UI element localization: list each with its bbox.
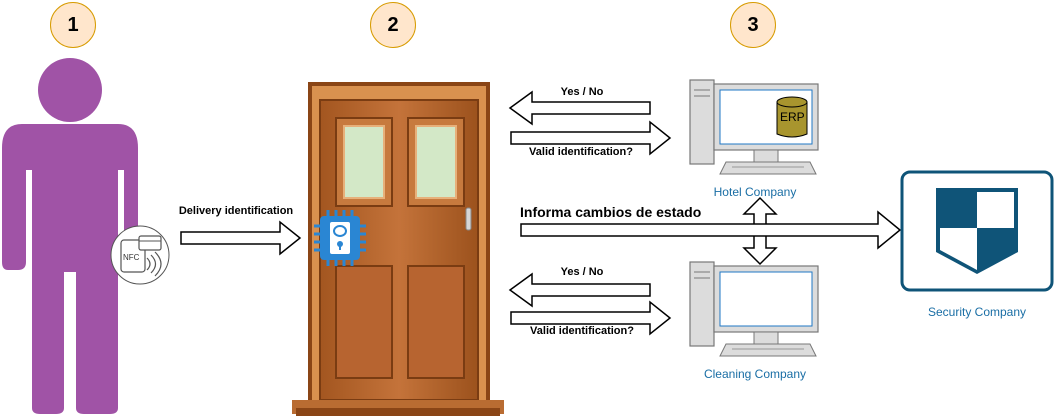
person-icon — [2, 58, 138, 414]
cleaning-reply-label: Yes / No — [560, 266, 604, 278]
smart-lock-chip-icon — [314, 210, 366, 266]
delivery-label: Delivery identification — [178, 205, 294, 217]
hotel-query-arrow — [510, 120, 672, 156]
security-shield-icon — [900, 170, 1054, 292]
cleaning-company-label: Cleaning Company — [703, 367, 807, 381]
nfc-label: NFC — [123, 253, 140, 262]
step-badge-3: 3 — [730, 2, 776, 48]
state-changes-arrow — [520, 210, 902, 250]
hotel-computer-icon — [689, 79, 819, 175]
cleaning-query-arrow — [510, 300, 672, 336]
state-changes-label: Informa cambios de estado — [520, 204, 702, 220]
cleaning-reply-arrow — [508, 272, 651, 308]
hotel-reply-label: Yes / No — [560, 86, 604, 98]
cleaning-computer-icon — [689, 261, 819, 357]
erp-label: ERP — [780, 110, 805, 124]
hotel-company-label: Hotel Company — [713, 185, 797, 199]
step-badge-1: 1 — [50, 2, 96, 48]
step-badge-2: 2 — [370, 2, 416, 48]
nfc-phone-icon — [110, 225, 170, 285]
cleaning-query-label: Valid identification? — [530, 325, 634, 337]
security-company-label: Security Company — [927, 305, 1027, 319]
hotel-query-label: Valid identification? — [529, 146, 633, 158]
delivery-arrow — [180, 220, 302, 256]
hotel-reply-arrow — [508, 90, 651, 126]
